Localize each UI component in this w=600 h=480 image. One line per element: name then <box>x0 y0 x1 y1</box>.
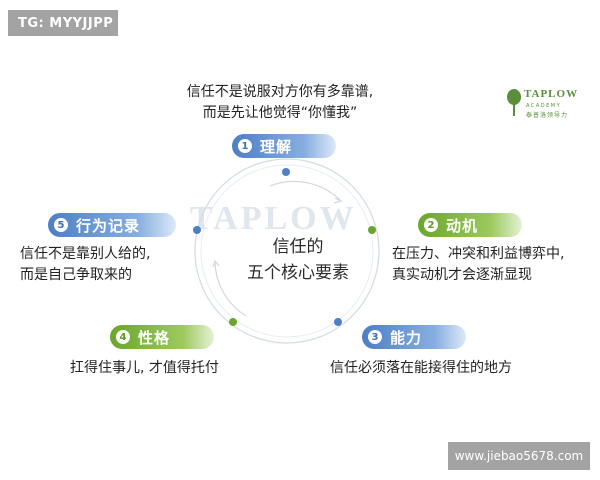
element-3-label: 能力 <box>390 328 423 347</box>
logo-cn: 泰普洛领导力 <box>526 112 569 119</box>
element-5-pill: 5 行为记录 <box>48 213 176 237</box>
element-2-desc-line1: 在压力、冲突和利益博弈中, <box>392 246 565 262</box>
element-2-desc-line2: 真实动机才会逐渐显现 <box>392 267 532 283</box>
element-5-desc: 信任不是靠别人给的, 而是自己争取来的 <box>20 244 220 286</box>
logo-brand: TAPLOW <box>524 88 579 100</box>
element-5-desc-line2: 而是自己争取来的 <box>20 267 132 283</box>
node-dot-5 <box>193 226 201 234</box>
element-1-number: 1 <box>238 139 252 153</box>
tree-icon <box>507 89 521 116</box>
element-4-desc-line1: 扛得住事儿, 才值得托付 <box>70 360 219 376</box>
center-title-line1: 信任的 <box>272 237 324 257</box>
element-5-desc-line1: 信任不是靠别人给的, <box>20 246 151 262</box>
element-2-label: 动机 <box>446 216 479 235</box>
url-watermark: www.jiebao5678.com <box>448 442 590 470</box>
element-4-number: 4 <box>116 330 130 344</box>
element-1-desc-line1: 信任不是说服对方你有多靠谱, <box>186 84 374 100</box>
node-dot-4 <box>229 318 237 326</box>
logo-sub: ACADEMY <box>526 103 562 109</box>
element-2-pill: 2 动机 <box>418 213 522 237</box>
node-dot-2 <box>368 226 376 234</box>
element-3-number: 3 <box>368 330 382 344</box>
element-1-desc: 信任不是说服对方你有多靠谱, 而是先让他觉得“你懂我” <box>150 82 410 124</box>
element-5-label: 行为记录 <box>76 216 141 235</box>
element-4-desc: 扛得住事儿, 才值得托付 <box>70 358 310 379</box>
element-2-number: 2 <box>424 218 438 232</box>
center-title: 信任的 五个核心要素 <box>228 234 368 286</box>
element-3-desc-line1: 信任必须落在能接得住的地方 <box>330 360 512 376</box>
node-dot-3 <box>334 318 342 326</box>
tg-watermark: TG: MYYJJPP <box>8 10 118 36</box>
element-5-number: 5 <box>54 218 68 232</box>
element-3-pill: 3 能力 <box>362 325 466 349</box>
element-4-label: 性格 <box>138 328 171 347</box>
element-4-pill: 4 性格 <box>110 325 214 349</box>
element-1-label: 理解 <box>260 137 293 156</box>
center-title-line2: 五个核心要素 <box>247 263 349 283</box>
node-dot-1 <box>282 168 290 176</box>
element-1-pill: 1 理解 <box>232 134 336 158</box>
background-watermark: TAPLOW <box>190 200 357 237</box>
taplow-logo: TAPLOW ACADEMY 泰普洛领导力 <box>506 86 584 122</box>
element-1-desc-line2: 而是先让他觉得“你懂我” <box>202 105 358 121</box>
element-3-desc: 信任必须落在能接得住的地方 <box>330 358 570 379</box>
element-2-desc: 在压力、冲突和利益博弈中, 真实动机才会逐渐显现 <box>392 244 592 286</box>
